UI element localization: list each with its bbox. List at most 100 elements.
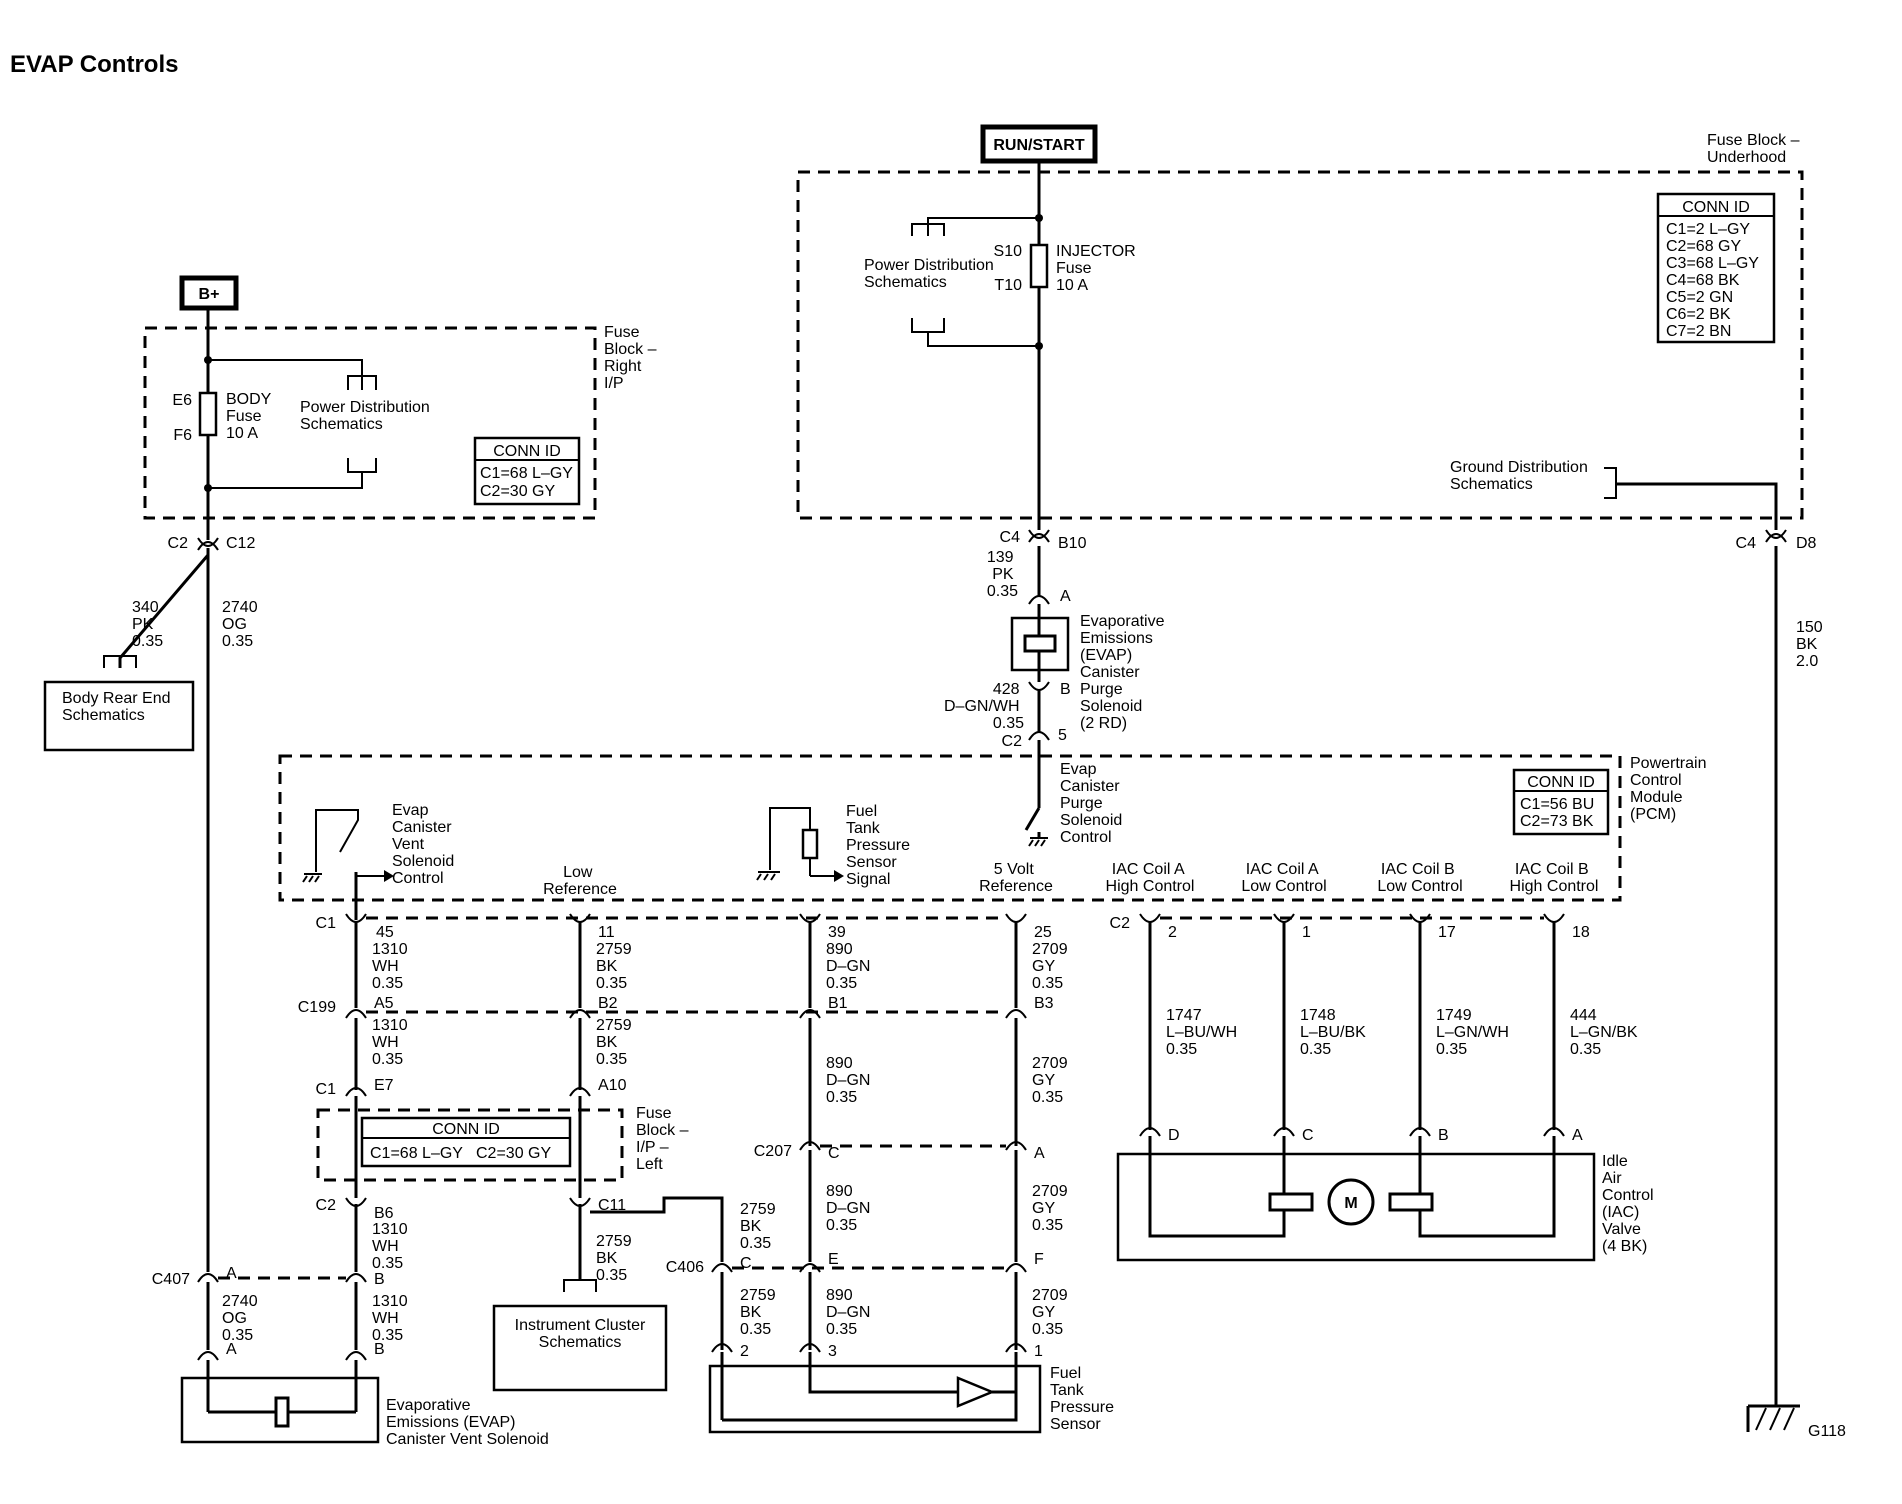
svg-text:T10: T10 [994,277,1022,294]
wire-890-label-3: 890 D–GN 0.35 [826,1183,875,1234]
power-distribution-link-right[interactable]: Power Distribution Schematics [300,399,434,433]
svg-text:A: A [226,1341,237,1358]
svg-text:2: 2 [740,1343,749,1360]
svg-text:Schematics: Schematics [62,707,145,724]
body-rear-end-schematics-link[interactable]: Body Rear End Schematics [43,680,195,752]
svg-text:C406: C406 [666,1259,704,1276]
iac-coil-a-low-label: IAC Coil A Low Control [1241,861,1326,895]
conn-id-pcm: CONN ID C1=56 BU C2=73 BK [1512,768,1610,836]
svg-text:3: 3 [828,1343,837,1360]
svg-text:11: 11 [598,924,615,941]
svg-text:25: 25 [1034,924,1052,941]
svg-text:E6: E6 [172,392,192,409]
iac-coil-b-low-label: IAC Coil B Low Control [1377,861,1462,895]
wire-444-label: 444 L–GN/BK 0.35 [1570,1007,1642,1058]
wire-2709-label-2: 2709 GY 0.35 [1032,1055,1072,1106]
low-reference-label: Low Reference [543,864,617,898]
ground-distribution-link[interactable]: Ground Distribution Schematics [1450,459,1592,493]
svg-text:E: E [828,1251,839,1268]
pcm-label: Powertrain Control Module (PCM) [1630,755,1711,823]
wire-2709-label-1: 2709 GY 0.35 [1032,941,1072,992]
svg-text:5: 5 [1058,727,1067,744]
five-volt-reference-label: 5 Volt Reference [979,861,1053,895]
ground-g118: G118 [1746,1404,1846,1440]
svg-text:C7=2 BN: C7=2 BN [1666,323,1731,340]
wire-340-label: 340 PK 0.35 [132,599,163,650]
svg-text:B: B [374,1341,385,1358]
svg-text:A: A [226,1265,237,1282]
wire-1747-label: 1747 L–BU/WH 0.35 [1166,1007,1242,1058]
wire-2709-label-4: 2709 GY 0.35 [1032,1287,1072,1338]
wire-2759-label-3: 2759 BK 0.35 [740,1201,780,1252]
body-fuse-label: BODY Fuse 10 A [226,391,276,442]
wire-890-label-1: 890 D–GN 0.35 [826,941,875,992]
wire-1310-label-3: 1310 WH 0.35 [372,1221,412,1272]
evap-vent-solenoid [180,1351,380,1444]
svg-text:C1: C1 [316,915,337,932]
fuel-tank-pressure-sensor [708,1343,1042,1434]
instrument-cluster-schematics-link[interactable]: Instrument Cluster Schematics [492,1304,668,1392]
svg-text:C2=30 GY: C2=30 GY [480,483,555,500]
wire-2759-label-4: 2759 BK 0.35 [596,1233,636,1284]
svg-text:1: 1 [1034,1343,1043,1360]
svg-text:C: C [1302,1127,1314,1144]
svg-text:C: C [740,1255,752,1272]
svg-text:E7: E7 [374,1077,394,1094]
svg-text:B1: B1 [828,995,848,1012]
svg-text:C1=56 BU: C1=56 BU [1520,796,1594,813]
wire-1310-label-4: 1310 WH 0.35 [372,1293,412,1344]
svg-text:CONN ID: CONN ID [1527,774,1595,791]
svg-text:S10: S10 [994,243,1023,260]
svg-text:45: 45 [376,924,394,941]
svg-text:C: C [828,1145,840,1162]
wire-1310-label-2: 1310 WH 0.35 [372,1017,412,1068]
svg-text:1: 1 [1302,924,1311,941]
power-distribution-link-underhood[interactable]: Power Distribution Schematics [864,257,998,291]
svg-text:C1=2 L–GY: C1=2 L–GY [1666,221,1750,238]
svg-text:C2: C2 [1110,915,1131,932]
svg-text:C207: C207 [754,1143,792,1160]
svg-text:C5=2 GN: C5=2 GN [1666,289,1733,306]
svg-text:C6=2 BK: C6=2 BK [1666,306,1731,323]
wire-2759-label-5: 2759 BK 0.35 [740,1287,780,1338]
svg-text:B+: B+ [199,286,220,303]
svg-text:CONN ID: CONN ID [493,443,561,460]
svg-text:C1=68 L–GY: C1=68 L–GY [480,465,573,482]
svg-text:B: B [1060,681,1071,698]
svg-text:B: B [1438,1127,1449,1144]
svg-text:CONN ID: CONN ID [1682,199,1750,216]
svg-text:C4: C4 [1736,535,1757,552]
evap-vent-solenoid-label: Evaporative Emissions (EVAP) Canister Ve… [386,1397,549,1448]
svg-text:39: 39 [828,924,846,941]
svg-text:CONN ID: CONN ID [432,1121,500,1138]
wire-890-label-4: 890 D–GN 0.35 [826,1287,875,1338]
wire-428-label: 428 D–GN/WH 0.35 [944,681,1024,732]
svg-text:A: A [1060,588,1071,605]
injector-fuse-label: INJECTOR Fuse 10 A [1056,243,1140,294]
run-start-source: RUN/START [980,124,1098,164]
fuse-block-left-label: Fuse Block – I/P – Left [636,1105,693,1173]
svg-text:B3: B3 [1034,995,1054,1012]
fuel-tank-pressure-sensor-label: Fuel Tank Pressure Sensor [1050,1365,1118,1433]
svg-text:B6: B6 [374,1205,394,1222]
svg-text:C1: C1 [316,1081,337,1098]
svg-text:C407: C407 [152,1271,190,1288]
pcm-c1-pins: C1 45 11 39 25 [316,913,1052,941]
conn-id-fuse-block-underhood: CONN ID C1=2 L–GY C2=68 GY C3=68 L–GY C4… [1656,192,1776,344]
iac-valve-label: Idle Air Control (IAC) Valve (4 BK) [1602,1153,1658,1255]
fuse-block-ip-left [316,1108,624,1182]
wire-2709-label-3: 2709 GY 0.35 [1032,1183,1072,1234]
svg-text:A: A [1572,1127,1583,1144]
fuse-block-right-ip [143,326,597,520]
fuse-block-underhood [796,170,1804,520]
wire-1748-label: 1748 L–BU/BK 0.35 [1300,1007,1370,1058]
svg-text:B2: B2 [598,995,618,1012]
wire-139-label: 139 PK 0.35 [987,549,1018,600]
svg-text:Instrument Cluster: Instrument Cluster [515,1317,646,1334]
svg-text:C2: C2 [168,535,189,552]
injector-fuse [1029,243,1049,289]
ftp-signal-label: Fuel Tank Pressure Sensor Signal [846,803,914,888]
svg-text:C4=68 BK: C4=68 BK [1666,272,1740,289]
svg-text:B: B [374,1271,385,1288]
wire-2740-label-upper: 2740 OG 0.35 [222,599,262,650]
